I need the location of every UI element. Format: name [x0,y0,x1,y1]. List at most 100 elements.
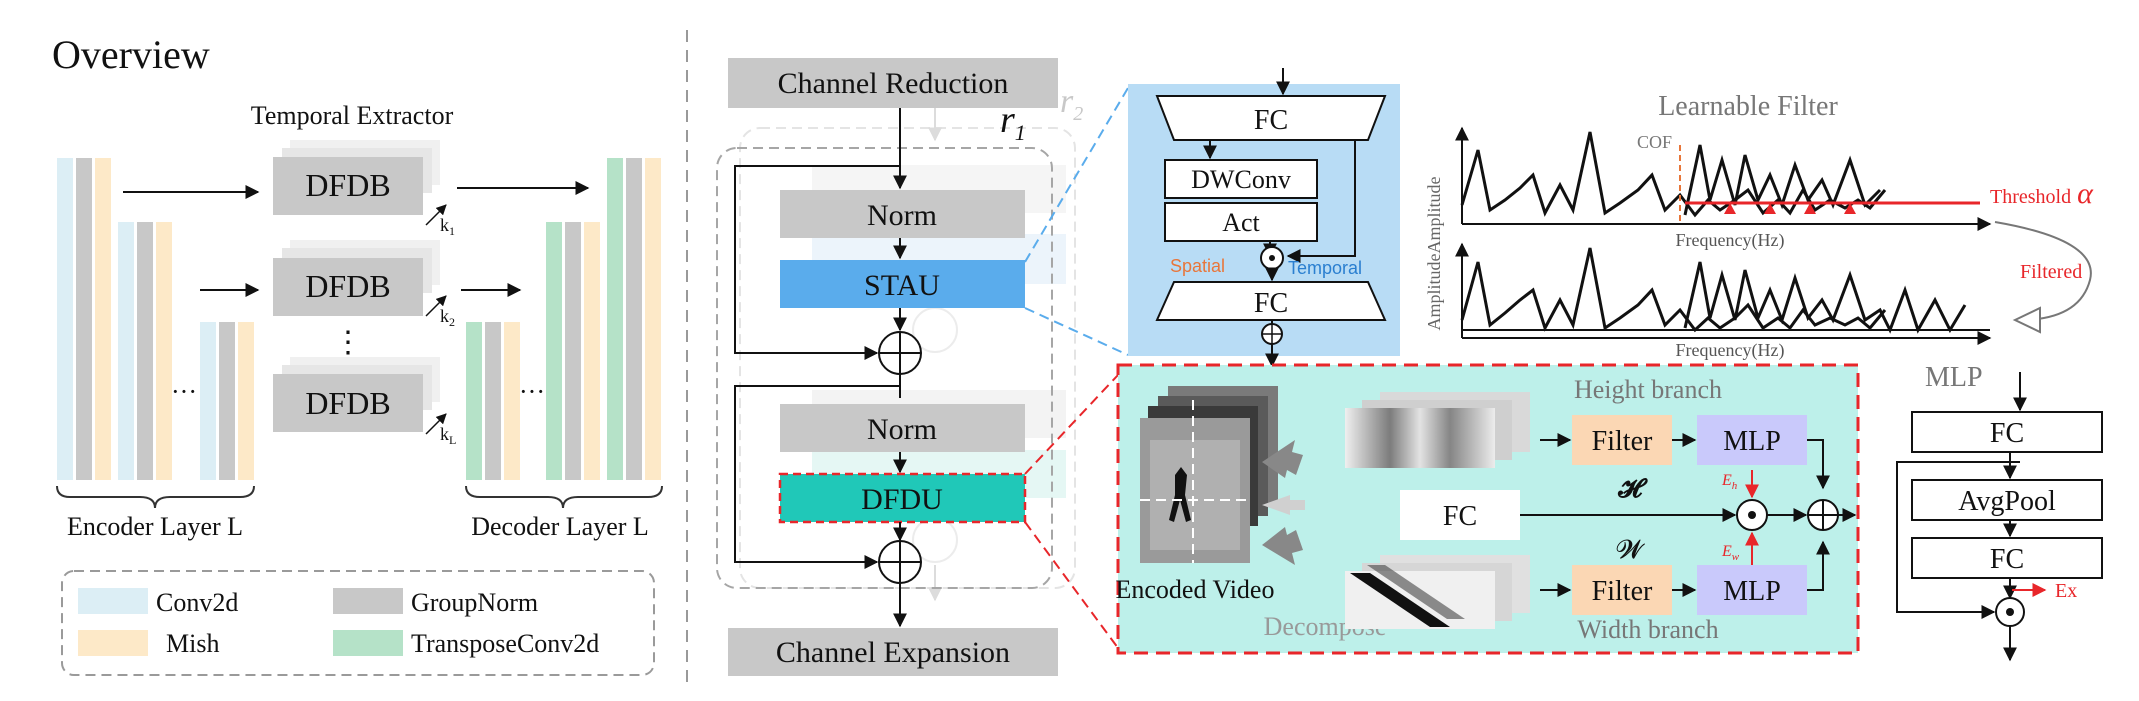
svg-text:Act: Act [1222,208,1260,237]
decoder-mish-bar [584,222,600,480]
encoder-mish-bar [238,322,254,480]
dfdb-label: DFDB [305,385,390,421]
act-box [1164,202,1318,242]
r1-frame [716,147,1053,589]
svg-text:Filter: Filter [1592,426,1653,457]
mlp-fc-top [1911,411,2103,453]
svg-text:FC: FC [1443,501,1477,532]
channel-expansion-label: Channel Expansion [776,636,1010,669]
svg-text:FC: FC [1990,418,2024,449]
legend-groupnorm: GroupNorm [411,588,538,617]
encoded-video-label: Encoded Video [1116,575,1275,604]
encoder-conv2d-bar [200,322,216,480]
dfdb-block-1: DFDB k1 [273,140,455,238]
encoder-layer-label: Encoder Layer L [67,512,243,541]
mlp-fc-bottom [1911,537,2103,579]
encoder-groupnorm-bar [219,322,235,480]
decoder-layer-label: Decoder Layer L [471,512,649,541]
avgpool-box [1911,479,2103,521]
height-branch-label: Height branch [1574,375,1722,404]
filter-title: Learnable Filter [1658,91,1838,122]
svg-text:FC: FC [1990,544,2024,575]
overview-panel: Overview Temporal Extractor ··· Encoder … [52,32,663,676]
ex-label: Ex [2055,580,2077,602]
legend-transpose: TransposeConv2d [411,629,599,658]
person-silhouette [1169,467,1191,522]
dfdb-label: DFDB [305,167,390,203]
encoder-groupnorm-bar [137,222,153,480]
legend-swatch-groupnorm [333,588,403,614]
W-symbol: 𝓦 [1616,535,1645,564]
decoder-brace [465,485,663,509]
encoded-video-stack: Encoded Video [1116,386,1278,604]
height-branch-images [1345,392,1530,468]
dfdb-block-L: DFDB kL [273,357,456,447]
encoder-ellipsis: ··· [171,377,197,406]
legend-mish: Mish [166,629,219,658]
k1-label: k1 [440,215,455,238]
stau-box [780,260,1025,308]
legend-conv2d: Conv2d [156,588,238,617]
stau-detail-panel: FC DWConv Act Spatial Temporal FC [1128,68,1400,368]
decompose-arrow-up [1262,440,1303,478]
svg-text:FC: FC [1254,105,1288,136]
dfdu-detail-panel: Encoded Video Decompose Height branch Fi… [1116,363,1860,655]
legend-swatch-mish [78,630,148,656]
filtered-curve-arrow [1994,221,2092,321]
width-branch-images [1345,555,1530,629]
decoder-ellipsis: ··· [519,377,545,406]
dfdb-label: DFDB [305,268,390,304]
decoder-transpose-bar [607,158,623,480]
decoder-groupnorm-bar [565,222,581,480]
legend-swatch-transpose [333,630,403,656]
decoder-transpose-bar [546,222,562,480]
encoder-layers: ··· Encoder Layer L [56,158,255,541]
kL-label: kL [440,424,456,447]
r2-ghost-frame [739,127,1076,589]
block-panel: r2 r1 Channel Reduction Norm STAU Norm D… [716,58,1129,676]
temporal-extractor-label: Temporal Extractor [251,101,454,130]
channel-expansion-box [728,628,1058,676]
vertical-ellipsis: ⋮ [333,326,363,359]
mlp-skip [1896,461,2020,619]
stau-fc-top [1155,95,1387,141]
mlp-panel: MLP FC AvgPool FC Ex [1896,362,2103,662]
dfdu-box [778,472,1027,524]
legend-frame [61,570,655,676]
learnable-filter-plot: Learnable Filter Amplitude Amplitude COF… [1424,91,2094,361]
stau-fc-bottom [1155,281,1387,321]
ew-label: Ew [1721,543,1740,563]
svg-text:MLP: MLP [1723,576,1781,607]
encoder-conv2d-bar [57,158,73,480]
legend-swatch-conv2d [78,588,148,614]
decoder-groupnorm-bar [485,322,501,480]
skip-connection-1 [734,165,900,360]
svg-text:Filter: Filter [1592,576,1653,607]
svg-text:AvgPool: AvgPool [1958,486,2056,517]
norm2-box [780,404,1025,452]
filtered-label: Filtered [2020,261,2082,283]
norm1-box [780,190,1025,238]
skip-connection-2 [734,385,900,569]
overview-title: Overview [52,32,210,77]
filter-top-box [1572,415,1672,465]
decoder-layers: ··· Decoder Layer L [465,158,663,541]
xlabel-2: Frequency(Hz) [1676,340,1785,361]
decompose-arrow-down [1262,527,1303,565]
decoder-mish-bar [645,158,661,480]
channel-reduction-box [728,58,1058,108]
encoder-conv2d-bar [118,222,134,480]
cof-label: COF [1637,132,1672,152]
norm2-label: Norm [867,413,937,446]
decoder-mish-bar [504,322,520,480]
k2-label: k2 [440,306,455,329]
mlp-top-box [1697,415,1807,465]
xlabel-1: Frequency(Hz) [1676,230,1785,251]
filter-bottom-box [1572,565,1672,615]
dfdb-block-2: DFDB k2 [273,240,455,329]
ylabel-1: Amplitude [1424,176,1444,253]
encoder-mish-bar [95,158,111,480]
dfdu-label: DFDU [861,483,943,516]
